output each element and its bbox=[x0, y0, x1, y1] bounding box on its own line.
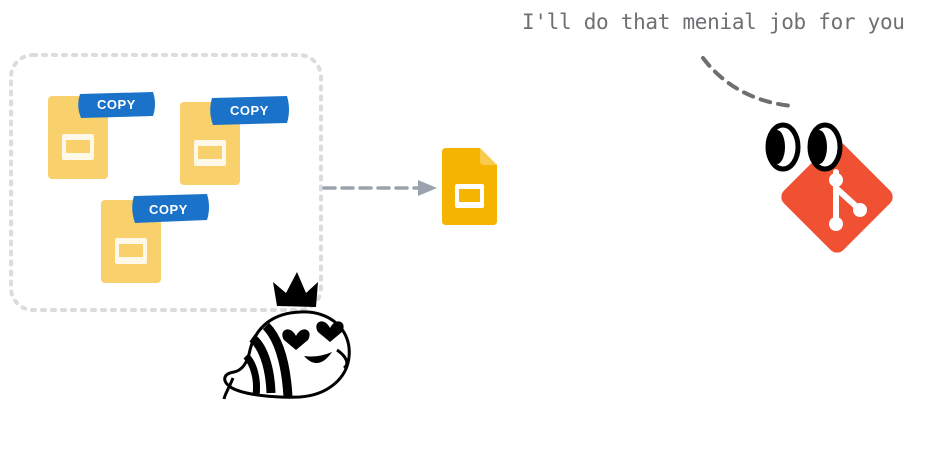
copy-badge-label-3: COPY bbox=[149, 202, 188, 217]
slide-copy-2: COPY bbox=[180, 96, 289, 185]
arrow-head-icon bbox=[418, 180, 437, 196]
git-logo-icon bbox=[765, 122, 893, 253]
heart-eye-left bbox=[282, 329, 310, 350]
smile bbox=[304, 352, 332, 364]
copy-badge-label-1: COPY bbox=[97, 97, 136, 112]
crown-icon bbox=[273, 272, 318, 307]
googly-eyes bbox=[765, 122, 843, 172]
merge-arrow bbox=[322, 180, 437, 196]
copy-badge-2 bbox=[210, 96, 289, 125]
slide-copy-1: COPY bbox=[48, 92, 155, 179]
bee-mascot-icon bbox=[222, 272, 351, 400]
merged-slides-file bbox=[442, 148, 497, 225]
slide-copy-3: COPY bbox=[101, 194, 209, 283]
heart-eye-right bbox=[316, 321, 344, 342]
speech-caption: I'll do that menial job for you bbox=[522, 10, 905, 34]
speech-line bbox=[701, 56, 794, 108]
copy-badge-label-2: COPY bbox=[230, 103, 269, 118]
copy-badge-3 bbox=[132, 194, 209, 223]
copies-group-box bbox=[9, 53, 323, 312]
copy-badge-1 bbox=[78, 92, 155, 118]
